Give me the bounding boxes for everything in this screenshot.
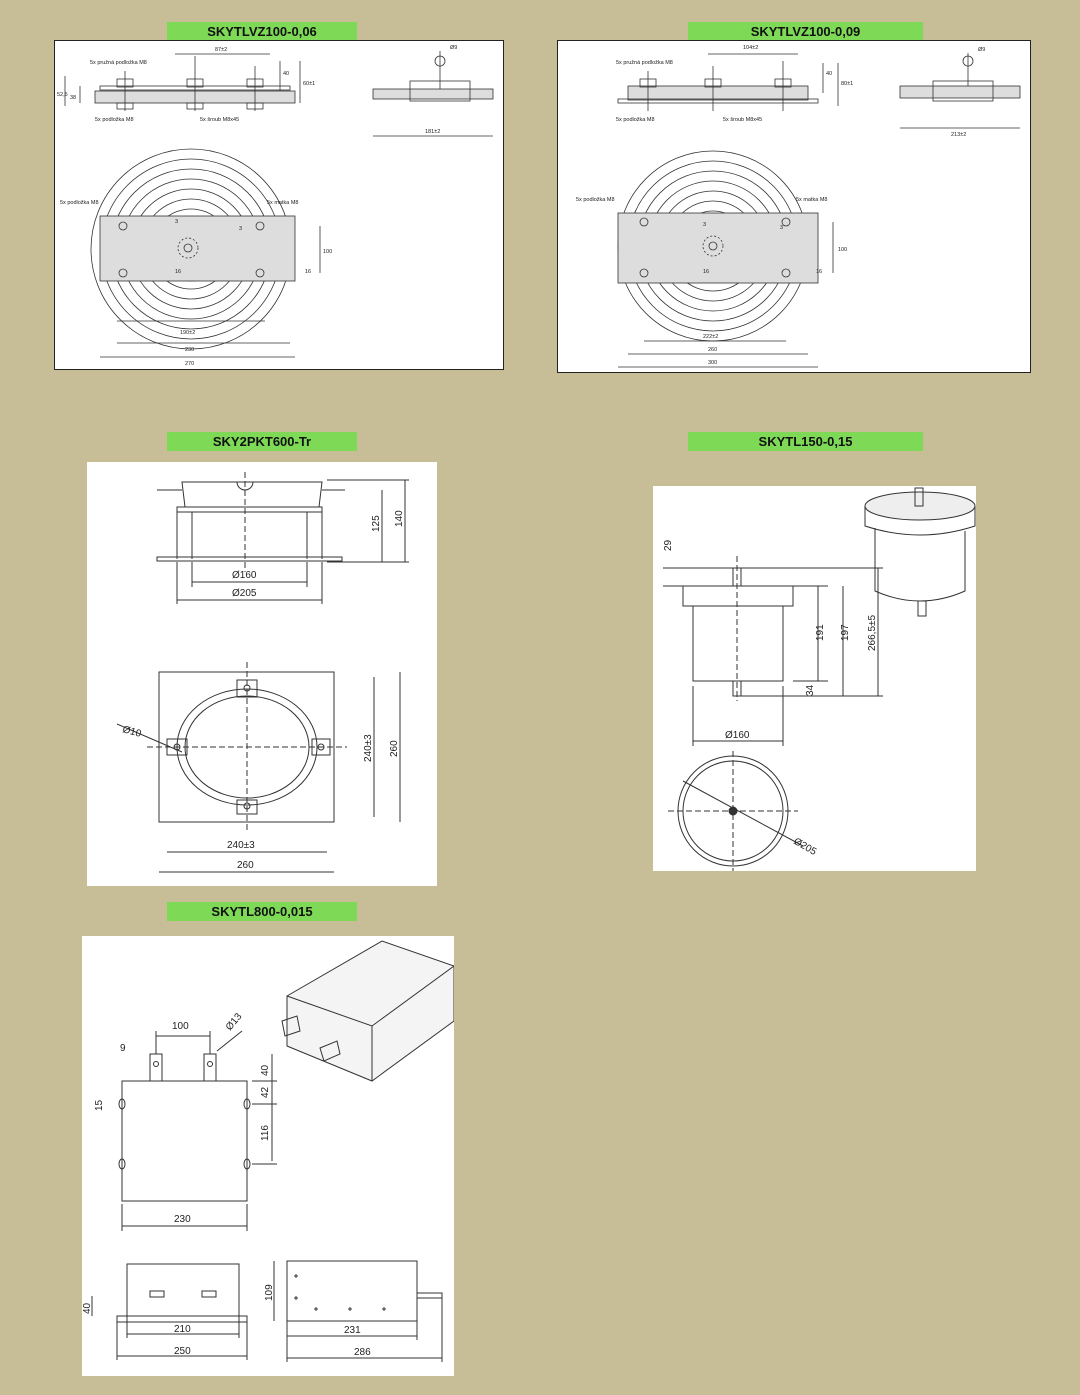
dim-h240: 240±3 bbox=[363, 734, 374, 762]
dim-w250: 250 bbox=[174, 1346, 191, 1357]
dim-w210: 210 bbox=[174, 1324, 191, 1335]
dim-h16a: 16 bbox=[703, 269, 709, 275]
washer-label: 5x podložka M8 bbox=[95, 117, 134, 123]
dim-h40: 40 bbox=[260, 1064, 271, 1076]
drawing-panel: 100 Ø13 9 15 40 42 116 230 109 40 210 25… bbox=[82, 936, 454, 1376]
dim-w230: 230 bbox=[174, 1214, 191, 1225]
dim-h266: 266,5±5 bbox=[867, 614, 878, 651]
dim-dia: Ø9 bbox=[450, 45, 457, 51]
technical-drawing: 100 Ø13 9 15 40 42 116 230 109 40 210 25… bbox=[82, 940, 454, 1362]
technical-drawing: 5x pružná podložka M8 5x podložka M8 5x … bbox=[57, 45, 494, 367]
dim-w286: 286 bbox=[354, 1347, 371, 1358]
dim-height: 60±1 bbox=[303, 81, 315, 87]
drawing-panel: 5x pružná podložka M8 5x podložka M8 5x … bbox=[557, 40, 1031, 373]
washer-spring-label: 5x pružná podložka M8 bbox=[90, 60, 147, 66]
nut-label: 5x matka M8 bbox=[267, 200, 298, 206]
dim-h16b: 16 bbox=[305, 269, 311, 275]
dim-h29: 29 bbox=[663, 539, 674, 551]
dim-h100: 100 bbox=[323, 249, 332, 255]
technical-drawing: 29 191 197 266,5±5 34 Ø160 Ø205 bbox=[663, 487, 976, 871]
dim-h260: 260 bbox=[389, 740, 400, 757]
dim-dia: Ø9 bbox=[978, 47, 985, 53]
screw-label: 5x šroub M8x45 bbox=[723, 117, 762, 123]
technical-drawing: 125 140 Ø160 Ø205 Ø10 240±3 260 240±3 26… bbox=[116, 472, 409, 873]
drawing-panel: 5x pružná podložka M8 5x podložka M8 5x … bbox=[54, 40, 504, 370]
dim-h140: 140 bbox=[394, 510, 405, 527]
dim-3a: 3 bbox=[703, 222, 706, 228]
dim-h16b: 16 bbox=[816, 269, 822, 275]
dim-h100: 100 bbox=[838, 247, 847, 253]
washer-label: 5x podložka M8 bbox=[616, 117, 655, 123]
drawing-panel: 125 140 Ø160 Ø205 Ø10 240±3 260 240±3 26… bbox=[87, 462, 437, 886]
nut-label: 5x matka M8 bbox=[796, 197, 827, 203]
drawing-title: SKYTL800-0,015 bbox=[167, 902, 357, 921]
dim-h40b: 40 bbox=[82, 1302, 93, 1314]
dim-w3: 300 bbox=[708, 360, 717, 366]
dim-w260: 260 bbox=[237, 860, 254, 871]
dim-h197: 197 bbox=[840, 624, 851, 641]
dim-w100: 100 bbox=[172, 1021, 189, 1032]
dim-3b: 3 bbox=[780, 225, 783, 231]
dim-h125: 125 bbox=[371, 515, 382, 532]
dim-side-width: 181±2 bbox=[425, 129, 440, 135]
dim-w1: 190±2 bbox=[180, 330, 195, 336]
dim-d205: Ø205 bbox=[792, 836, 819, 858]
washer-spring-label: 5x pružná podložka M8 bbox=[616, 60, 673, 66]
dim-w1: 222±2 bbox=[703, 334, 718, 340]
drawing-title: SKYTL150-0,15 bbox=[688, 432, 923, 451]
technical-drawing: 5x pružná podložka M8 5x podložka M8 5x … bbox=[576, 45, 1021, 368]
dim-h109: 109 bbox=[264, 1284, 275, 1301]
dim-height: 80±1 bbox=[841, 81, 853, 87]
washer-label-plan: 5x podložka M8 bbox=[60, 200, 99, 206]
dim-w231: 231 bbox=[344, 1325, 361, 1336]
dim-h40: 40 bbox=[826, 71, 832, 77]
drawing-title: SKYTLVZ100-0,09 bbox=[688, 22, 923, 41]
dim-d10: Ø10 bbox=[121, 724, 143, 740]
dim-width: 104±2 bbox=[743, 45, 758, 51]
screw-label: 5x šroub M8x45 bbox=[200, 117, 239, 123]
dim-d13: Ø13 bbox=[224, 1011, 245, 1033]
dim-w3: 270 bbox=[185, 361, 194, 367]
drawing-title: SKY2PKT600-Tr bbox=[167, 432, 357, 451]
dim-h16a: 16 bbox=[175, 269, 181, 275]
dim-side-width: 213±2 bbox=[951, 132, 966, 138]
dim-h52: 52,5 bbox=[57, 92, 68, 98]
washer-label-plan: 5x podložka M8 bbox=[576, 197, 615, 203]
dim-w2: 260 bbox=[708, 347, 717, 353]
dim-3a: 3 bbox=[175, 219, 178, 225]
dim-d9: 9 bbox=[120, 1043, 126, 1054]
dim-width: 87±2 bbox=[215, 47, 227, 53]
dim-h116: 116 bbox=[260, 1125, 271, 1141]
dim-w2: 230 bbox=[185, 347, 194, 353]
dim-h42: 42 bbox=[260, 1086, 271, 1098]
dim-d160: Ø160 bbox=[232, 570, 257, 581]
drawing-panel: 29 191 197 266,5±5 34 Ø160 Ø205 bbox=[653, 486, 976, 871]
drawing-title: SKYTLVZ100-0,06 bbox=[167, 22, 357, 41]
dim-h191: 191 bbox=[815, 624, 826, 641]
dim-h38: 38 bbox=[70, 95, 76, 101]
dim-d160: Ø160 bbox=[725, 730, 750, 741]
dim-3b: 3 bbox=[239, 226, 242, 232]
dim-h15: 15 bbox=[94, 1099, 105, 1111]
dim-h34: 34 bbox=[805, 684, 816, 696]
dim-w240: 240±3 bbox=[227, 840, 255, 851]
dim-h40: 40 bbox=[283, 71, 289, 77]
dim-d205: Ø205 bbox=[232, 588, 257, 599]
